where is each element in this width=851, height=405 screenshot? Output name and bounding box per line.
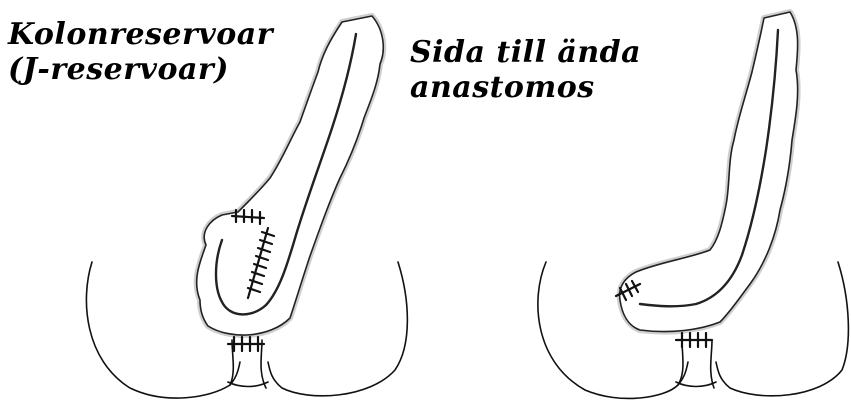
j-reservoir-label-line2: (J-reservoar) [8, 53, 273, 88]
side-to-end-label-line2: anastomos [410, 71, 641, 106]
side-to-end-label-line1: Sida till ända [410, 36, 641, 71]
j-reservoir-label-line1: Kolonreservoar [8, 18, 273, 53]
left-rectal-stump [230, 340, 266, 388]
right-anal-canal [676, 382, 716, 387]
j-reservoir-label: Kolonreservoar (J-reservoar) [8, 18, 273, 87]
right-rectal-stump [678, 340, 714, 388]
left-anastomosis-sutures [228, 337, 264, 351]
right-anastomosis-sutures [676, 333, 712, 347]
side-to-end-label: Sida till ända anastomos [410, 36, 641, 105]
left-anal-canal [228, 382, 268, 387]
side-to-end-colon [620, 12, 798, 332]
